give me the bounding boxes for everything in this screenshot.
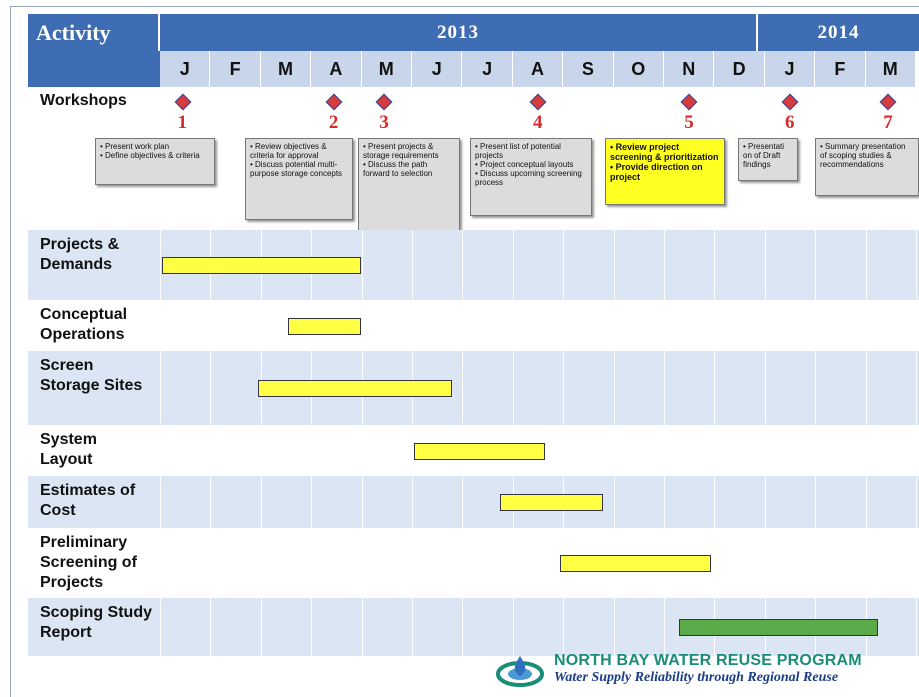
workshop-note: • Present projects & storage requirement… (358, 138, 460, 231)
month-gridline (160, 230, 161, 657)
month-header: D (714, 51, 765, 87)
activity-label: Screen Storage Sites (40, 357, 143, 394)
workshop-note-line: • Present work plan (100, 142, 170, 151)
activity-label: Conceptual Operations (40, 306, 128, 343)
month-header: M (865, 51, 916, 87)
activity-label: System Layout (40, 431, 97, 468)
workshop-note: • Summary presentation of scoping studie… (815, 138, 919, 196)
workshop-note-line: • Provide direction on project (610, 162, 703, 182)
workshop-note-line: • Review objectives & criteria for appro… (250, 142, 327, 160)
activity-label: Projects & Demands (40, 236, 120, 273)
water-drop-logo-icon (496, 656, 544, 687)
workshop-note: • Present list of potential projects• Pr… (470, 138, 592, 216)
month-gridline (412, 230, 413, 657)
month-gridline (613, 230, 615, 657)
month-header: M (361, 51, 412, 87)
workshop-note-line: • Project conceptual layouts (475, 160, 574, 169)
activity-row (28, 300, 919, 351)
program-logo: NORTH BAY WATER REUSE PROGRAM Water Supp… (492, 648, 919, 696)
month-gridline (764, 230, 766, 657)
activity-row (28, 476, 919, 528)
workshop-note-line: • Discuss upcoming screening process (475, 169, 582, 187)
workshop-note-line: • Discuss potential multi-purpose storag… (250, 160, 343, 178)
workshop-number: 3 (379, 112, 389, 133)
workshop-note: • Presentati on of Draft findings (738, 138, 798, 181)
header-spacer (28, 51, 160, 87)
month-gridline (916, 230, 917, 657)
month-gridline (260, 230, 262, 657)
workshop-number: 1 (177, 112, 188, 133)
activity-bar (414, 443, 546, 460)
month-header: F (210, 51, 261, 87)
workshop-number: 4 (533, 112, 543, 133)
month-gridline (563, 230, 565, 657)
workshop-note-line: • Summary presentation of scoping studie… (820, 142, 906, 169)
month-header: S (563, 51, 614, 87)
activity-bar (257, 380, 452, 397)
month-gridline (361, 230, 363, 657)
month-header: J (462, 51, 513, 87)
month-gridline (664, 230, 665, 657)
workshop-note-line: • Presentati on of Draft findings (743, 142, 785, 169)
activity-bar (288, 318, 362, 335)
activity-label: Preliminary Screening of Projects (40, 534, 137, 591)
workshop-note-line: • Discuss the path forward to selection (363, 160, 433, 178)
month-gridline (210, 230, 212, 657)
month-gridline (815, 230, 817, 657)
month-gridline (714, 230, 716, 657)
activity-bar (499, 494, 603, 511)
month-header: N (664, 51, 715, 87)
month-header: A (311, 51, 362, 87)
workshop-number: 7 (883, 112, 893, 133)
month-header: M (260, 51, 312, 87)
month-header: O (613, 51, 664, 87)
activity-bar (162, 257, 362, 274)
workshops-label: Workshops (40, 92, 127, 109)
workshop-note-line: • Define objectives & criteria (100, 151, 200, 160)
workshop-note-line: • Review project screening & prioritizat… (610, 142, 719, 162)
month-gridline (311, 230, 313, 657)
workshop-note-line: • Present list of potential projects (475, 142, 561, 160)
logo-title: NORTH BAY WATER REUSE PROGRAM (554, 652, 862, 669)
workshop-note: • Present work plan• Define objectives &… (95, 138, 215, 185)
workshop-number: 2 (328, 112, 339, 133)
workshop-number: 6 (785, 112, 795, 133)
month-header: F (815, 51, 866, 87)
activity-label: Estimates of Cost (40, 482, 136, 519)
month-header: J (160, 51, 211, 87)
month-header: A (512, 51, 564, 87)
month-header: J (764, 51, 816, 87)
month-header: J (412, 51, 463, 87)
activity-row (28, 528, 919, 598)
activity-bar (560, 555, 712, 572)
year-2014-header: 2014 (758, 14, 919, 51)
workshop-note-line: • Present projects & storage requirement… (363, 142, 439, 160)
workshop-number: 5 (684, 112, 694, 133)
month-gridline (865, 230, 867, 657)
year-2013-header: 2013 (160, 14, 756, 51)
activity-bar (678, 619, 878, 636)
logo-subtitle: Water Supply Reliability through Regiona… (554, 670, 839, 685)
workshop-note: • Review objectives & criteria for appro… (245, 138, 353, 220)
activity-label: Scoping Study Report (40, 604, 152, 641)
workshop-note: • Review project screening & prioritizat… (605, 138, 725, 205)
activity-row (28, 351, 919, 425)
